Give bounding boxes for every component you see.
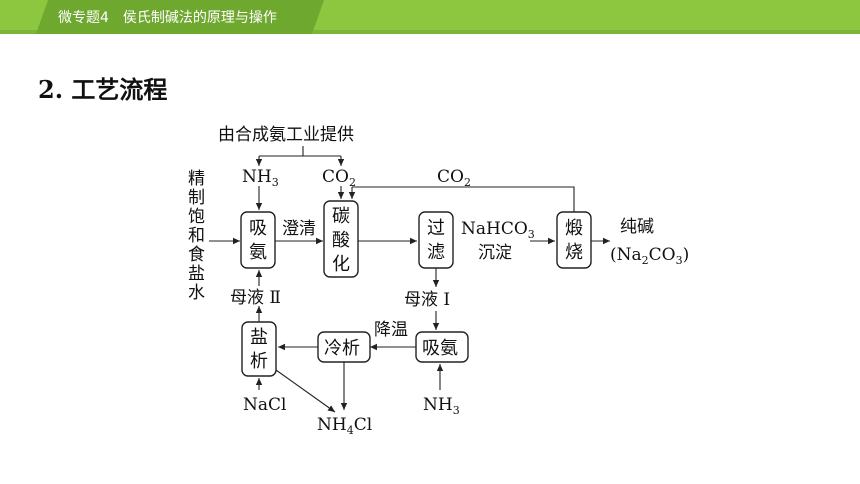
- calcine-char-1: 煅: [565, 218, 583, 239]
- feed-char-2: 制: [188, 188, 205, 208]
- calcine-char-2: 烧: [565, 242, 583, 263]
- precipitate-label: 沉淀: [478, 243, 512, 263]
- salt-out-char-1: 盐: [250, 327, 268, 348]
- header-title: 微专题4 侯氏制碱法的原理与操作: [58, 10, 277, 26]
- header-underline: [0, 30, 860, 34]
- nahco3-label: NaHCO3: [461, 219, 535, 241]
- nacl-label: NaCl: [243, 395, 286, 415]
- nh3-bottom-label: NH3: [423, 395, 460, 417]
- absorb-ammonia-2-label: 吸氨: [422, 338, 458, 359]
- carbonation-char-1: 碳: [332, 206, 350, 227]
- salt-out-char-2: 析: [250, 351, 268, 372]
- carbonation-char-3: 化: [332, 254, 350, 275]
- feed-char-7: 水: [188, 283, 205, 303]
- header-tab: [36, 0, 324, 34]
- cool-crystallize-label: 冷析: [324, 338, 360, 359]
- cooling-label: 降温: [374, 320, 408, 340]
- nh3-top-label: NH3: [242, 167, 279, 189]
- feed-char-6: 盐: [188, 264, 205, 284]
- feed-char-3: 饱: [188, 207, 205, 227]
- calcine-box: [556, 211, 592, 269]
- soda-ash-formula: (Na2CO3): [610, 245, 689, 267]
- source-label: 由合成氨工业提供: [218, 125, 354, 145]
- carbonation-char-2: 酸: [332, 230, 350, 251]
- filter-char-1: 过: [427, 218, 445, 239]
- feed-char-1: 精: [188, 169, 205, 189]
- co2-top-label: CO2: [322, 167, 356, 189]
- absorb-ammonia-1-char-2: 氨: [249, 242, 267, 263]
- feed-char-5: 食: [188, 245, 205, 265]
- section-heading: 2. 工艺流程: [38, 70, 167, 105]
- absorb-ammonia-1-char-1: 吸: [249, 218, 267, 239]
- co2-recycle-label: CO2: [437, 167, 471, 189]
- absorb-ammonia-box-1: [240, 211, 276, 269]
- section-title: 工艺流程: [71, 76, 168, 104]
- soda-ash-label: 纯碱: [620, 217, 654, 237]
- feed-char-4: 和: [188, 226, 205, 246]
- header-bar: 微专题4 侯氏制碱法的原理与操作: [0, 0, 860, 34]
- nh4cl-label: NH4Cl: [317, 415, 372, 437]
- arrow-salt-out-to-nh4cl: [275, 369, 336, 413]
- mother-liquor-2-label: 母液 Ⅱ: [230, 288, 281, 308]
- source-bracket: [259, 146, 341, 157]
- carbonation-box: [323, 200, 359, 278]
- clarify-label: 澄清: [282, 219, 316, 239]
- mother-liquor-1-label: 母液 Ⅰ: [404, 290, 450, 310]
- co2-recycle-line: [352, 186, 575, 212]
- section-number: 2.: [38, 75, 64, 104]
- filter-char-2: 滤: [427, 242, 445, 263]
